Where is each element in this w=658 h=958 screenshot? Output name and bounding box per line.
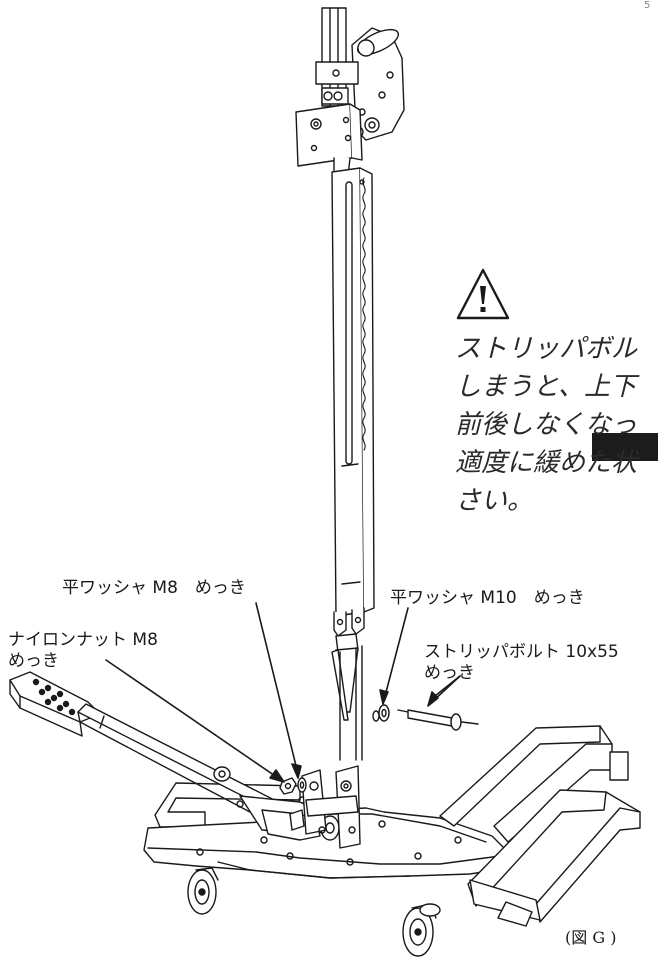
main-column (331, 167, 375, 617)
hardware-flat-washer-m10 (372, 704, 390, 722)
warning-line-5: さい。 (455, 486, 534, 516)
warning-text: ストリッパボル しまうと、上下 前後しなくなっ 適度に緩めた状 さい。 (455, 330, 637, 520)
label-strip-bolt: ストリッパボルト 10x55 めっき (424, 642, 619, 684)
warning-line-1: ストリッパボル (455, 334, 638, 364)
top-bracket (295, 27, 405, 179)
label-nylon-nut-m8: ナイロンナット M8 めっき (8, 630, 158, 672)
warning-line-2: しまうと、上下 (455, 372, 636, 402)
page-corner-mark: 5 (644, 0, 651, 11)
warning-line-3: 前後しなくなっ (455, 410, 638, 440)
label-nylon-nut-m8-line1: ナイロンナット M8 (8, 630, 158, 650)
hardware-flat-washer-m8 (297, 777, 307, 793)
leader-flat-washer-m10-arrow (379, 689, 389, 705)
base-frame (143, 725, 641, 927)
leader-lines (105, 602, 461, 783)
leader-flat-washer-m8 (255, 602, 299, 775)
black-tab-marker (592, 433, 658, 461)
figure-caption: (図 G ) (565, 928, 617, 947)
leader-flat-washer-m8-arrow (291, 763, 302, 779)
label-nylon-nut-m8-line2: めっき (8, 651, 59, 671)
hardware-strip-bolt-10x55 (397, 709, 479, 731)
leader-strip-bolt-arrow (427, 691, 439, 707)
warning-line-4: 適度に緩めた状 (455, 448, 638, 478)
leader-flat-washer-m10 (383, 607, 409, 701)
pivot-bracket (289, 765, 361, 849)
label-strip-bolt-line2: めっき (424, 663, 475, 683)
label-flat-washer-m10: 平ワッシャ M10 めっき (390, 588, 585, 608)
leader-nylon-nut-m8-arrow (269, 769, 285, 783)
leader-nylon-nut-m8 (105, 659, 282, 781)
label-flat-washer-m8: 平ワッシャ M8 めっき (62, 578, 246, 598)
front-casters (187, 867, 441, 957)
lower-pivot-plates (331, 607, 365, 761)
label-strip-bolt-line1: ストリッパボルト 10x55 (424, 642, 619, 662)
warning-triangle-icon (456, 268, 510, 320)
